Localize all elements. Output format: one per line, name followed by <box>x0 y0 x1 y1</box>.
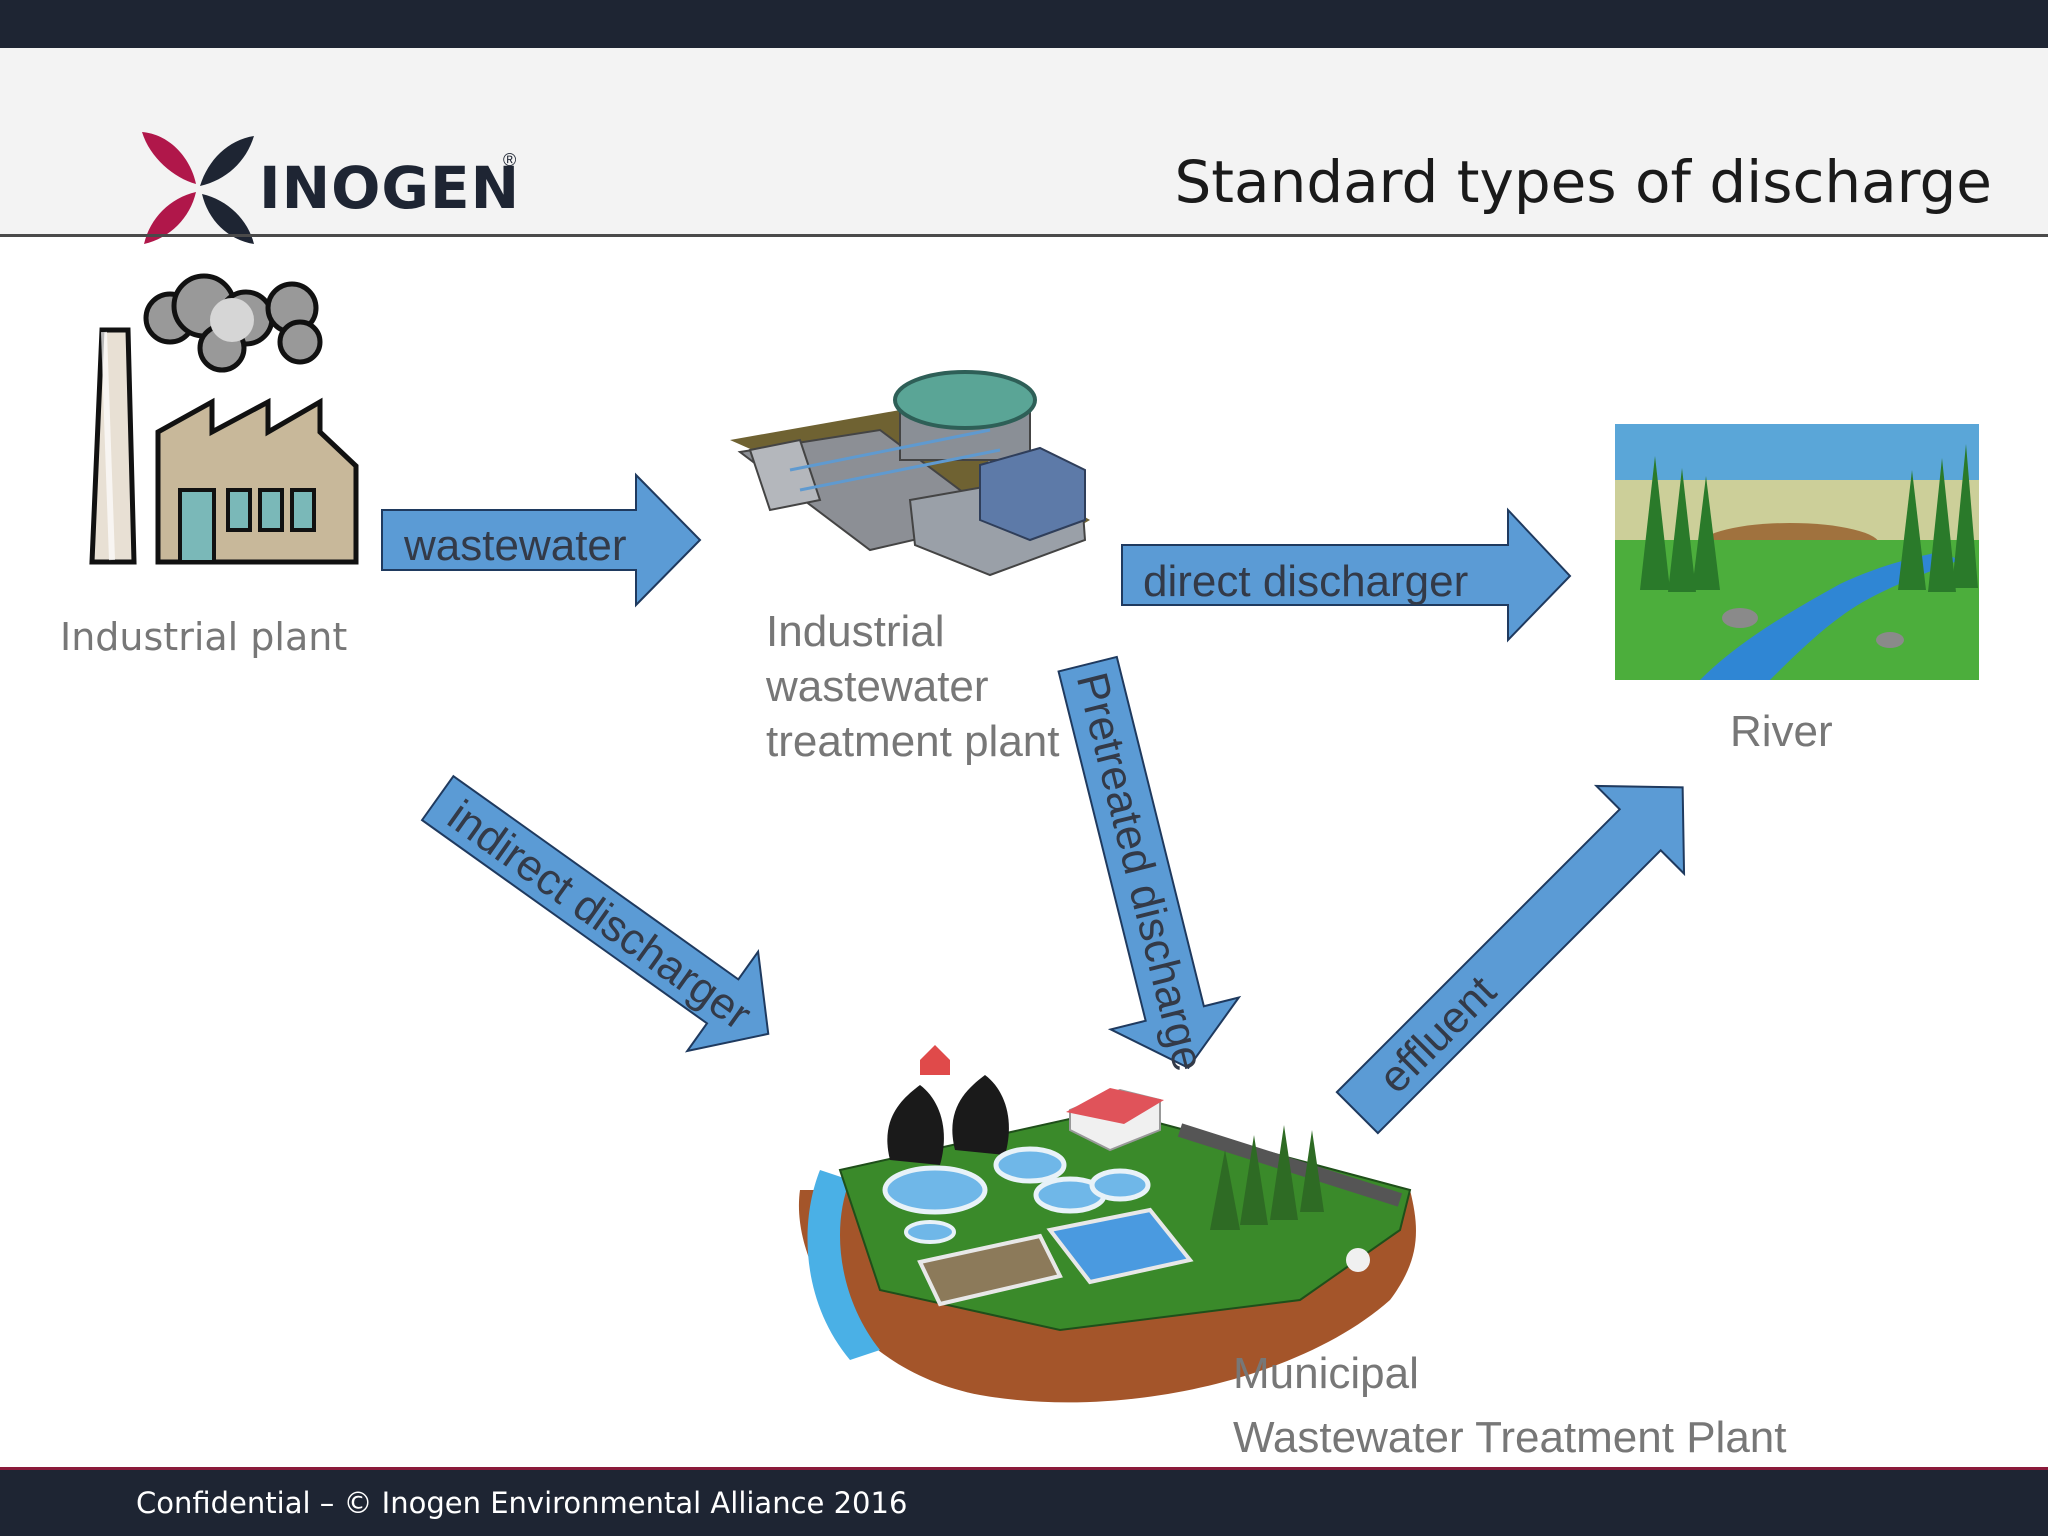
label-municipal-wwtp-line: Municipal <box>1233 1349 1419 1398</box>
arrow-label-pretreated-discharge: Pretreated discharge <box>1067 668 1213 1076</box>
footer-confidential-text: Confidential – © Inogen Environmental Al… <box>136 1486 908 1520</box>
arrow-label-direct-discharger: direct discharger <box>1143 557 1468 606</box>
label-municipal-wwtp: Municipal Wastewater Treatment Plant <box>1233 1342 1786 1470</box>
municipal-wwtp-illustration <box>798 1045 1416 1403</box>
factory-illustration <box>89 273 359 565</box>
arrow-direct-discharger: direct discharger <box>1121 507 1572 643</box>
industrial-wwtp-illustration <box>730 370 1090 577</box>
arrow-indirect-discharger: indirect discharger <box>420 774 770 1053</box>
inogen-flower-icon <box>142 132 254 244</box>
arrow-label-effluent: effluent <box>1369 967 1505 1103</box>
inogen-logo: INOGEN ® <box>138 128 538 248</box>
arrow-label-indirect-discharger: indirect discharger <box>439 791 760 1040</box>
label-industrial-wwtp-line: Industrial <box>766 607 945 656</box>
label-municipal-wwtp-line: Wastewater Treatment Plant <box>1233 1413 1787 1462</box>
slide-header: INOGEN ® Standard types of discharge <box>0 48 2048 244</box>
label-river: River <box>1730 707 1833 756</box>
top-bar <box>0 0 2048 48</box>
river-illustration <box>1615 424 1979 680</box>
arrow-label-wastewater: wastewater <box>403 521 627 570</box>
logo-wordmark: INOGEN <box>259 154 521 222</box>
label-industrial-wwtp-line: wastewater <box>766 662 989 711</box>
registered-mark: ® <box>503 150 517 170</box>
label-industrial-wwtp: Industrial wastewater treatment plant <box>766 604 1060 769</box>
diagram-canvas: wastewater direct discharger indirect di… <box>89 273 1979 1403</box>
arrow-effluent: effluent <box>1335 784 1686 1135</box>
slide-footer: Confidential – © Inogen Environmental Al… <box>0 1467 2048 1536</box>
arrow-wastewater: wastewater <box>381 472 702 608</box>
header-divider <box>0 234 2048 237</box>
discharge-diagram: wastewater direct discharger indirect di… <box>0 237 2048 1467</box>
slide-title: Standard types of discharge <box>1174 148 1992 216</box>
label-industrial-plant: Industrial plant <box>60 615 348 659</box>
label-industrial-wwtp-line: treatment plant <box>766 717 1060 766</box>
